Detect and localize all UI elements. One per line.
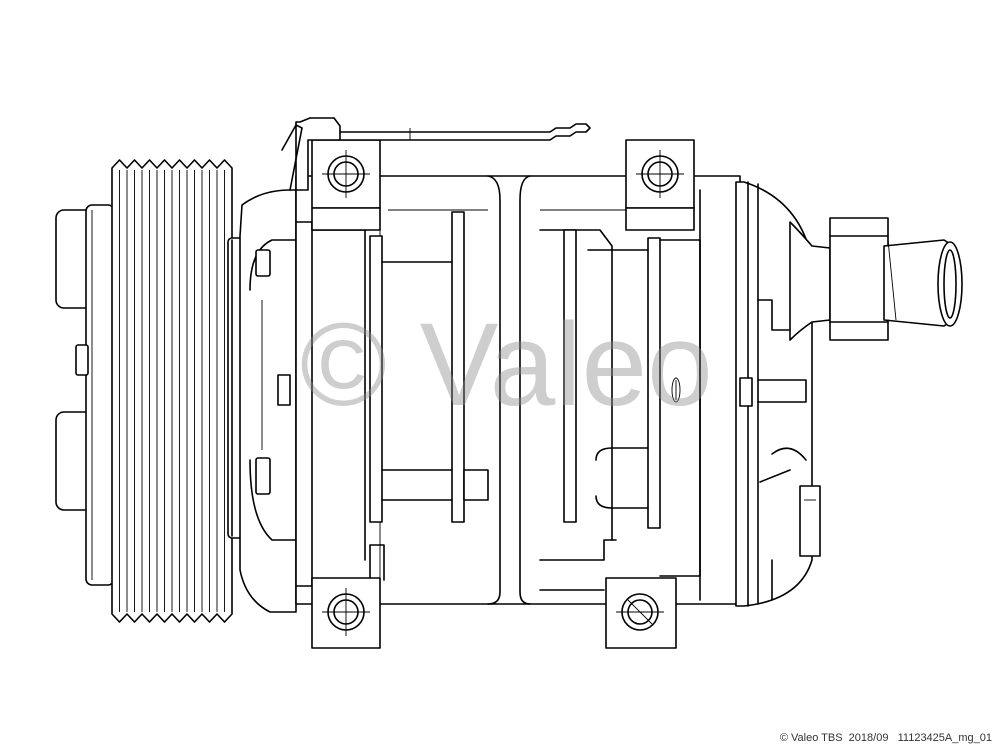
- copyright-credit: © Valeo TBS 2018/09 11123425A_mg_01: [779, 732, 992, 744]
- mounting-lug-top-right: [625, 139, 695, 231]
- compressor-body: [295, 175, 741, 605]
- oil-tube: [281, 117, 591, 191]
- mounting-lugs: [311, 139, 695, 649]
- mounting-lug-top-left: [311, 139, 381, 231]
- mounting-lug-bottom-left: [311, 577, 381, 649]
- discharge-fitting: [789, 217, 963, 341]
- watermark-text: © Valeo: [300, 299, 713, 431]
- mounting-lug-bottom-right: [605, 577, 677, 649]
- pulley: [111, 159, 255, 623]
- front-housing: [239, 189, 297, 613]
- clutch-hub: [55, 204, 115, 586]
